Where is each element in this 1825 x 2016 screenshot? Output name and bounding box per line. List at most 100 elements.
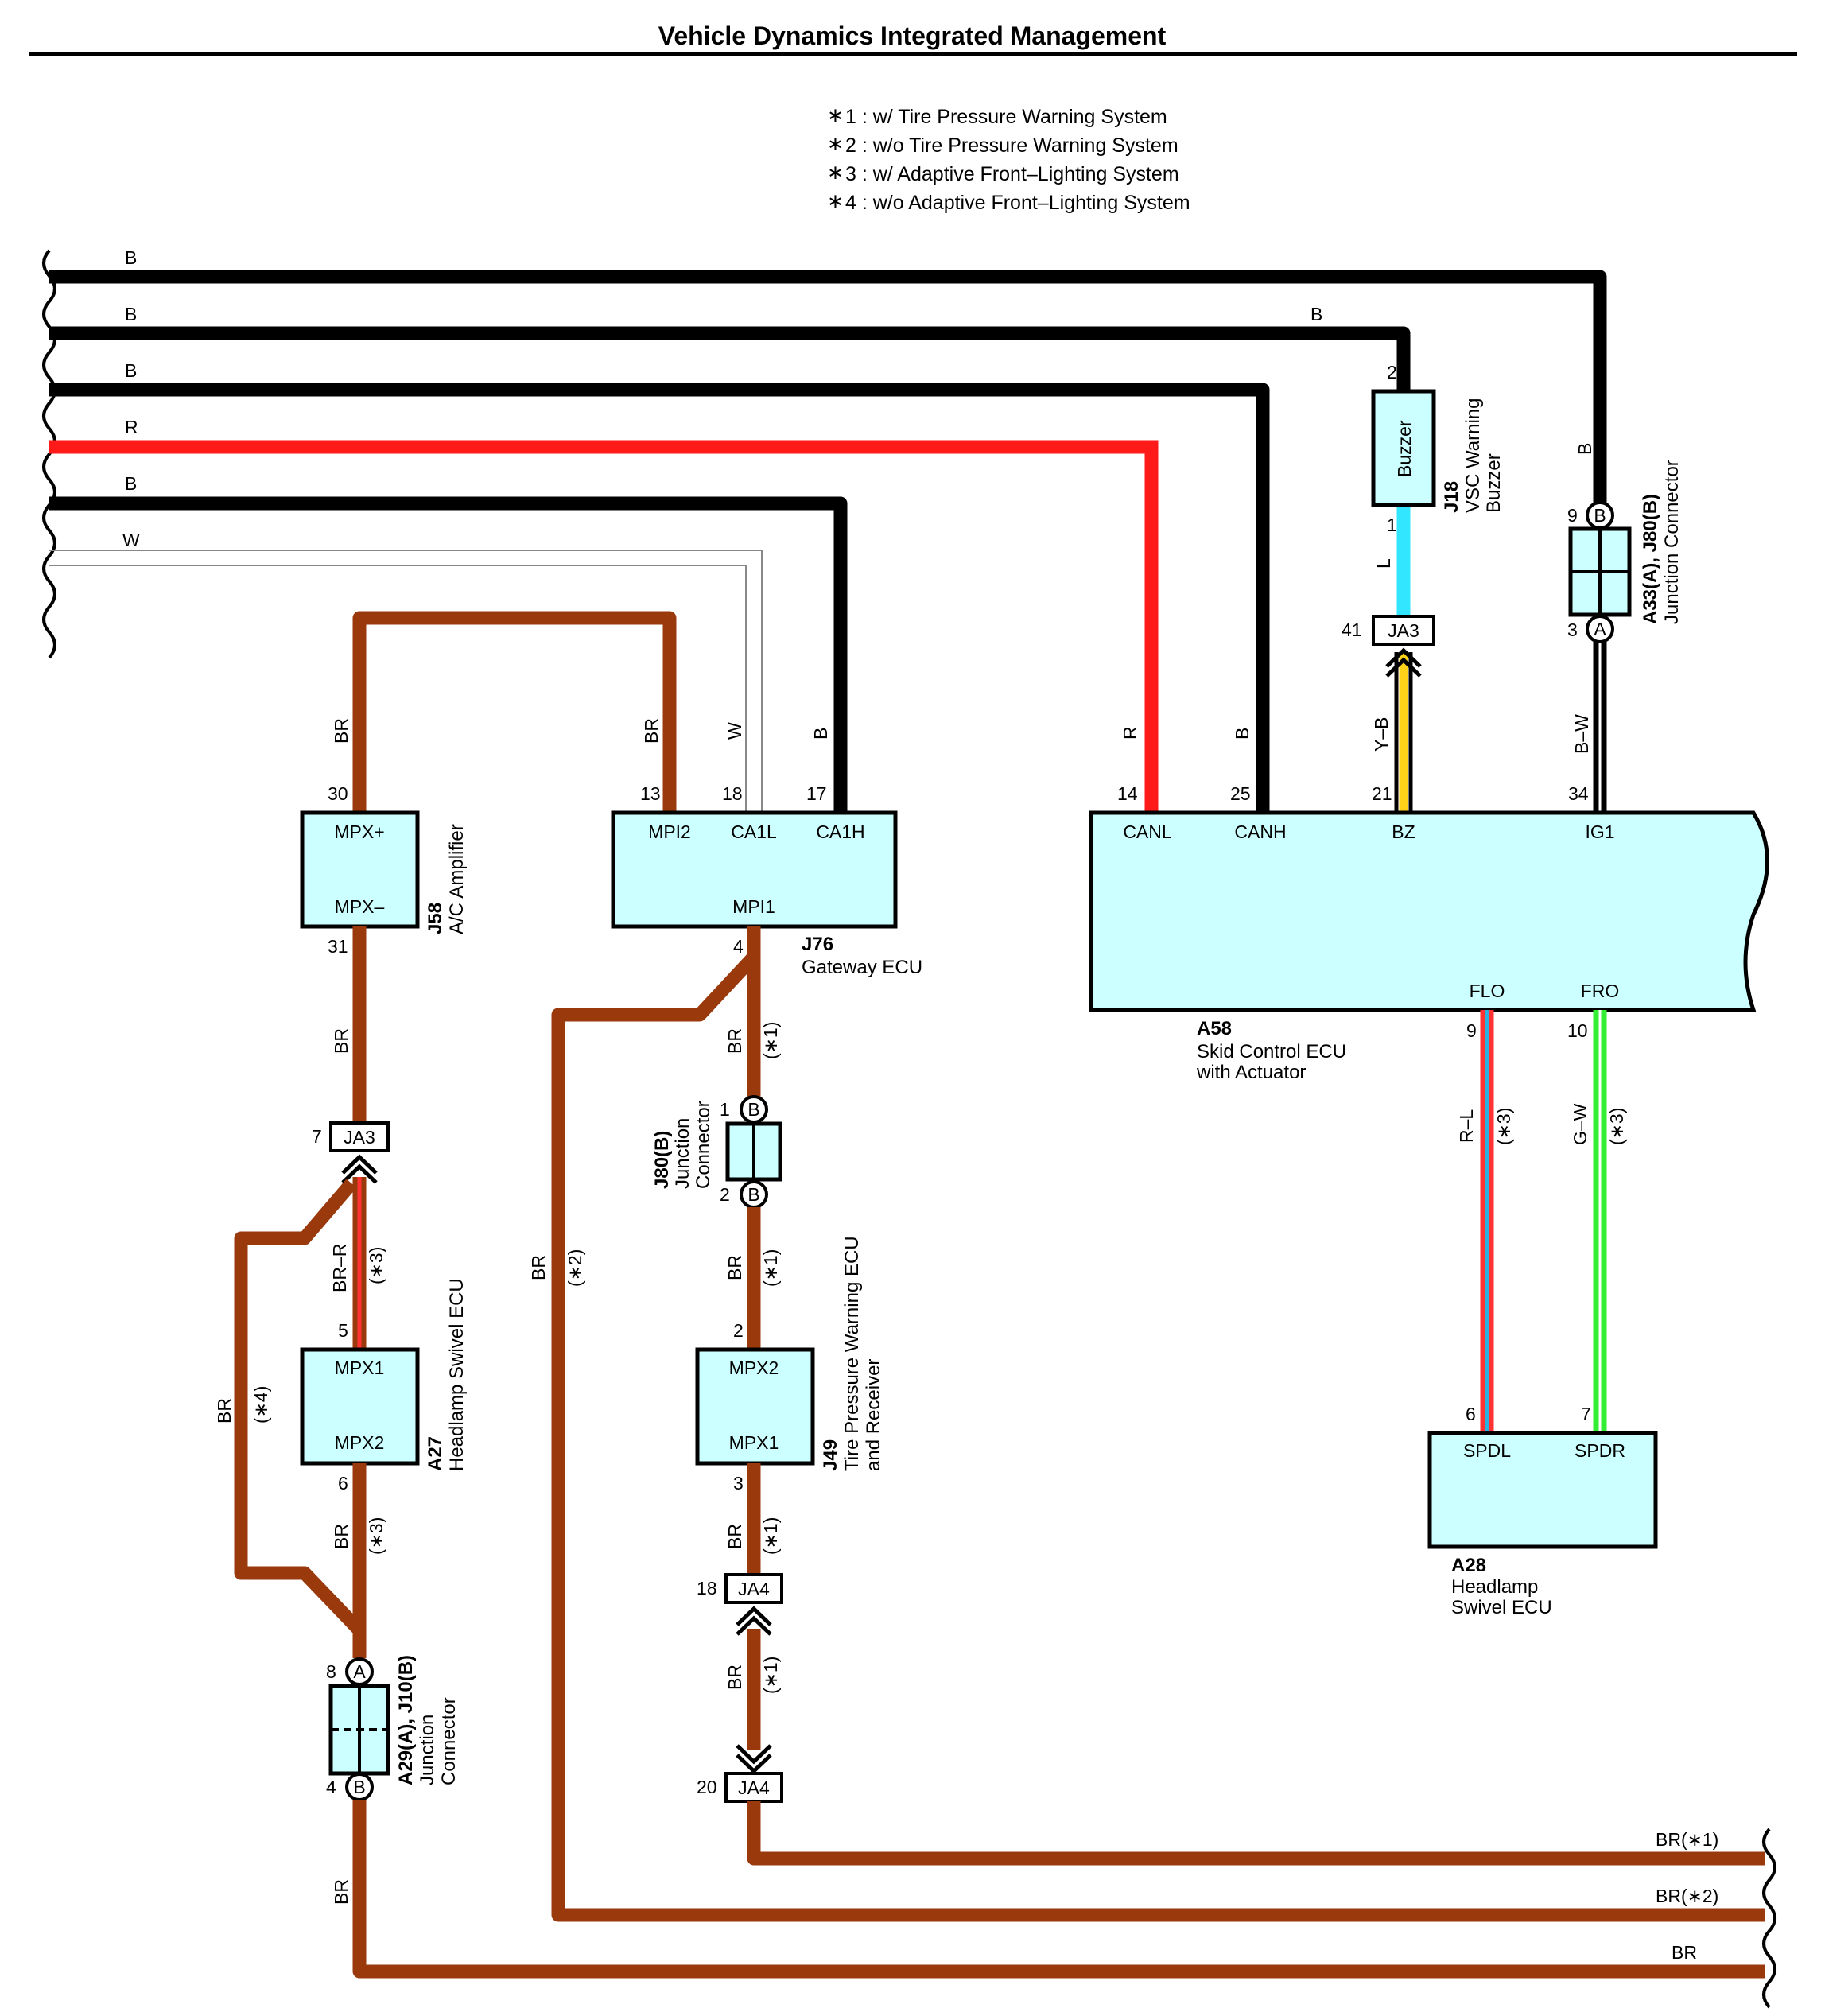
j80-terminal-b1-label: B <box>747 1099 759 1120</box>
label-br-13: BR <box>641 718 662 744</box>
j76-pin-13: 13 <box>640 783 661 804</box>
a33-code: A33(A), J80(B) <box>1640 494 1661 624</box>
ja4-lower-pin: 20 <box>697 1777 717 1797</box>
j76-pin-4: 4 <box>733 936 744 957</box>
a58-terminal-flo: FLO <box>1470 981 1505 1001</box>
j76-terminal-mpi2: MPI2 <box>648 822 691 842</box>
label-br-2: BR <box>528 1255 549 1280</box>
label-b-17: B <box>810 728 831 740</box>
label-out-2: BR(∗2) <box>1656 1886 1718 1906</box>
a28-pin-6: 6 <box>1466 1404 1476 1424</box>
j76-pin-17: 17 <box>806 783 827 804</box>
left-break-mark <box>42 249 56 659</box>
a28-code: A28 <box>1451 1555 1486 1576</box>
wire-r-canl <box>49 440 1159 813</box>
j58-pin-31: 31 <box>328 936 348 957</box>
label-br-j80: BR <box>724 1255 745 1280</box>
label-w: W <box>122 530 140 550</box>
a27-pin-6: 6 <box>338 1473 348 1494</box>
label-out-1: BR(∗1) <box>1656 1829 1718 1850</box>
ja4-lower-chevron-2 <box>736 1754 772 1774</box>
ja3-left-box <box>329 1121 390 1152</box>
j58-box <box>300 810 420 929</box>
a58-terminal-bz: BZ <box>1392 822 1415 842</box>
a58-pin-21: 21 <box>1372 783 1392 804</box>
ja4-upper-chevron-2 <box>736 1615 772 1636</box>
ja3-left-pin: 7 <box>312 1126 322 1147</box>
j18-buzzer-box <box>1371 389 1436 507</box>
j49-code: J49 <box>820 1439 841 1471</box>
ja3-top-chevron-1 <box>1385 647 1422 668</box>
a58-name-2: with Actuator <box>1196 1062 1306 1083</box>
a33-pin-3: 3 <box>1567 620 1578 640</box>
label-br-ja4-note: (∗1) <box>760 1657 781 1694</box>
a33-terminal-a-label: A <box>1594 619 1606 639</box>
a28-name-2: Swivel ECU <box>1451 1597 1552 1618</box>
j18-inner-label: Buzzer <box>1394 420 1415 477</box>
a58-pin-25: 25 <box>1230 783 1251 804</box>
j49-name-2: and Receiver <box>863 1359 884 1471</box>
a29-terminal-a <box>345 1657 374 1686</box>
label-brr-note: (∗3) <box>366 1247 386 1284</box>
a33-terminal-b <box>1586 501 1614 530</box>
wire-br-bypass <box>234 1179 365 1635</box>
a58-box <box>1089 810 1769 1012</box>
ja4-upper-chevron-1 <box>736 1606 772 1626</box>
note-3: 3 : w/ Adaptive Front–Lighting System <box>845 163 1179 185</box>
note-4: 4 : w/o Adaptive Front–Lighting System <box>845 192 1190 214</box>
j18-name-2: Buzzer <box>1483 453 1505 513</box>
label-br-bypass-note: (∗4) <box>250 1386 271 1424</box>
ja3-top-box <box>1372 615 1435 646</box>
label-gw: G–W <box>1570 1103 1590 1145</box>
a28-box <box>1427 1431 1658 1549</box>
a27-name: Headlamp Swivel ECU <box>446 1278 468 1471</box>
note-mark-3: ∗ <box>827 161 844 184</box>
a33-terminal-a <box>1586 615 1614 643</box>
label-r-14: R <box>1120 726 1140 740</box>
a27-code: A27 <box>425 1436 446 1471</box>
wire-br-1 <box>747 1801 1765 1866</box>
j80-terminal-b1 <box>740 1095 768 1124</box>
a33-terminal-b-label: B <box>1594 505 1606 526</box>
ja3-left-label: JA3 <box>344 1127 375 1148</box>
a58-name-1: Skid Control ECU <box>1197 1041 1346 1062</box>
wire-b-a33 <box>49 270 1607 509</box>
label-w-18: W <box>724 722 745 740</box>
ja4-lower-label: JA4 <box>738 1777 770 1798</box>
a29-terminal-a-label: A <box>353 1661 366 1682</box>
label-br-4-note: (∗1) <box>760 1022 781 1059</box>
label-r: R <box>125 417 138 437</box>
label-b3: B <box>125 360 137 381</box>
j58-code: J58 <box>425 903 446 934</box>
j49-box <box>695 1347 815 1466</box>
j49-name-1: Tire Pressure Warning ECU <box>841 1236 863 1471</box>
label-br-31: BR <box>331 1028 351 1054</box>
note-mark-1: ∗ <box>827 104 844 126</box>
label-out-3: BR <box>1672 1942 1697 1963</box>
wire-br-mpx-mpi2 <box>352 611 677 813</box>
label-br-j80-note: (∗1) <box>760 1249 781 1287</box>
a29-pin-4: 4 <box>326 1777 336 1797</box>
ja4-lower-chevron-1 <box>736 1744 772 1765</box>
label-b2: B <box>125 304 137 324</box>
j18-pin-1: 1 <box>1387 515 1397 535</box>
a58-terminal-canh: CANH <box>1234 822 1286 842</box>
a29-code: A29(A), J10(B) <box>395 1655 417 1785</box>
page-title: Vehicle Dynamics Integrated Management <box>658 21 1167 50</box>
a58-terminal-ig1: IG1 <box>1585 822 1614 842</box>
label-bw: B–W <box>1571 714 1592 754</box>
a58-pin-14: 14 <box>1117 783 1138 804</box>
label-br-bottom: BR <box>331 1879 351 1905</box>
j49-terminal-mpx1: MPX1 <box>729 1432 779 1453</box>
a28-name-1: Headlamp <box>1451 1576 1538 1598</box>
j76-name: Gateway ECU <box>802 957 922 978</box>
wire-w-inner <box>49 565 747 813</box>
a27-terminal-mpx1: MPX1 <box>335 1358 385 1378</box>
j18-name-1: VSC Warning <box>1462 398 1484 514</box>
a27-pin-5: 5 <box>338 1320 348 1341</box>
j80-pin-2: 2 <box>720 1184 730 1205</box>
j58-pin-30: 30 <box>328 783 348 804</box>
a58-pin-34: 34 <box>1568 783 1589 804</box>
label-br-3-note: (∗1) <box>760 1517 781 1555</box>
